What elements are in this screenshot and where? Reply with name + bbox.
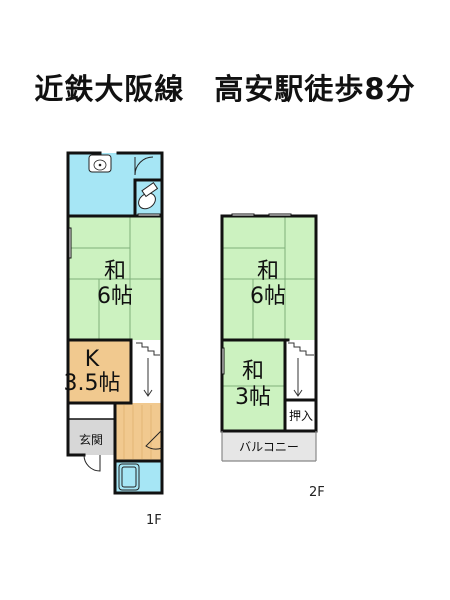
- page-title: 近鉄大阪線 高安駅徒歩8分: [34, 72, 416, 106]
- room-washitsu-6-1f-line2: 6帖: [97, 284, 133, 309]
- room-washitsu-6-1f-line1: 和: [104, 259, 126, 284]
- room-closet-label: 押入: [289, 409, 313, 423]
- stairs-icon: [136, 340, 162, 400]
- closet-floor: [285, 400, 316, 431]
- kitchen-floor: [68, 340, 131, 403]
- room-washitsu-6-2f-line2: 6帖: [250, 284, 286, 309]
- hall-floor: [115, 403, 162, 461]
- bathtub-icon: [118, 463, 140, 491]
- washitsu-6-1f-floor: [68, 216, 162, 340]
- floor-2f: 和 6帖 和 3帖 押入 バルコニー: [220, 213, 318, 462]
- walls-1f: [66, 151, 164, 495]
- entrance-floor: [68, 419, 115, 455]
- door-swing-icon: [83, 156, 163, 472]
- sink-icon: [88, 154, 112, 173]
- room-washitsu-3-2f-line1: 和: [242, 359, 264, 384]
- sliding-door: [68, 213, 161, 259]
- balcony-floor: [222, 431, 316, 461]
- room-kitchen-line2: 3.5帖: [64, 371, 121, 396]
- stairs-icon: [288, 340, 316, 400]
- floor-label-1f: 1F: [146, 513, 162, 528]
- balcony-rail: [221, 431, 317, 462]
- washitsu-6-2f-floor: [222, 216, 316, 340]
- room-balcony-label: バルコニー: [239, 440, 299, 454]
- room-washitsu-3-2f-line2: 3帖: [235, 385, 271, 410]
- room-washitsu-6-2f-line1: 和: [257, 259, 279, 284]
- tatami-lines-1f: [68, 216, 162, 340]
- room-entrance-label: 玄関: [79, 432, 103, 447]
- room-kitchen-line1: K: [85, 347, 100, 372]
- floor-label-2f: 2F: [309, 485, 325, 500]
- floor-1f: 和 6帖 K 3.5帖 玄関: [64, 151, 164, 495]
- toilet-icon: [138, 182, 159, 210]
